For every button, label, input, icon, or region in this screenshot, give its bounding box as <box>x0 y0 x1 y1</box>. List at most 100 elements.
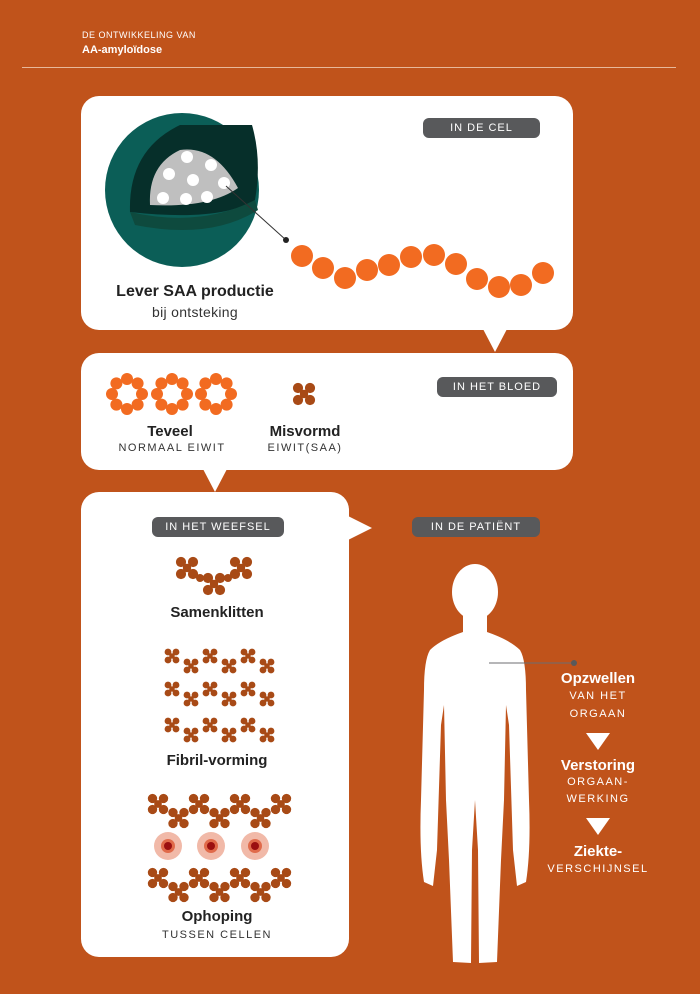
cross-bead <box>202 689 210 697</box>
cross-bead <box>191 658 199 666</box>
cross-bead <box>229 666 237 674</box>
cross-bead <box>202 725 210 733</box>
cell-panel-pointer <box>483 329 507 352</box>
cross-bead <box>250 881 260 892</box>
cross-center <box>245 722 251 728</box>
blood-left-title: Teveel <box>147 423 193 440</box>
cross-bead <box>210 689 218 697</box>
cross-bead <box>221 727 229 735</box>
cell-title: Lever SAA productie <box>116 283 274 300</box>
cross-bead <box>164 648 172 656</box>
cell-subtitle: bij ontsteking <box>152 304 238 320</box>
cross-bead <box>209 881 219 892</box>
cross-bead <box>191 666 199 674</box>
ring-bead <box>181 388 193 400</box>
cross-center <box>215 888 224 896</box>
cross-center <box>277 874 285 882</box>
human-silhouette-icon <box>420 564 577 963</box>
cross-bead <box>281 804 292 815</box>
cross-bead <box>147 793 158 804</box>
tissue-step2: Fibril-vorming <box>166 752 268 769</box>
ring-bead <box>220 398 233 411</box>
cross-bead <box>220 892 230 903</box>
ring-bead <box>155 398 168 411</box>
cross-bead <box>172 717 180 725</box>
cell-nucleus <box>207 842 215 850</box>
cross-bead <box>221 666 229 674</box>
label-in-het-bloed: IN HET BLOED <box>437 377 557 397</box>
patient-s1-l2: ORGAAN <box>569 708 627 720</box>
cross-bead <box>214 572 226 584</box>
blood-left-sub: NORMAAL EIWIT <box>118 442 226 454</box>
cross-bead <box>259 691 267 699</box>
cross-bead <box>221 658 229 666</box>
cross-bead <box>304 382 316 394</box>
amino-acid-bead <box>334 267 356 289</box>
cross-center <box>277 800 285 808</box>
cross-center <box>226 732 232 738</box>
cross-bead <box>267 666 275 674</box>
ring-bead <box>166 373 178 385</box>
cross-center <box>154 874 162 882</box>
header-subtitle: DE ONTWIKKELING VAN <box>82 30 196 40</box>
cross-bead <box>229 804 240 815</box>
cross-bead <box>240 867 251 878</box>
amino-acid-bead <box>312 257 334 279</box>
cross-bead <box>158 804 169 815</box>
cross-bead <box>210 681 218 689</box>
ring-bead <box>199 377 212 390</box>
cross-bead <box>210 656 218 664</box>
amino-acid-bead <box>532 262 554 284</box>
cross-bead <box>158 793 169 804</box>
cross-center <box>195 874 203 882</box>
cross-center <box>236 800 244 808</box>
cross-center <box>264 663 270 669</box>
ring-bead <box>151 388 163 400</box>
cross-bead <box>202 572 214 584</box>
cross-center <box>299 389 309 399</box>
cross-bead <box>183 727 191 735</box>
ring-bead <box>131 377 144 390</box>
ring-bead <box>199 398 212 411</box>
cross-bead <box>172 648 180 656</box>
cross-bead <box>229 556 241 568</box>
cross-bead <box>147 878 158 889</box>
tissue-step1: Samenklitten <box>170 604 264 621</box>
cross-bead <box>179 818 189 829</box>
cross-bead <box>209 818 219 829</box>
cross-bead <box>172 656 180 664</box>
cross-bead <box>183 658 191 666</box>
patient-s1-l1: VAN HET <box>569 690 627 702</box>
cross-bead <box>221 735 229 743</box>
cross-bead <box>281 793 292 804</box>
amino-acid-bead <box>488 276 510 298</box>
cross-bead <box>210 717 218 725</box>
cross-center <box>174 888 183 896</box>
ring-bead <box>136 388 148 400</box>
label-in-de-patient: IN DE PATIËNT <box>412 517 540 537</box>
amino-acid-bead <box>400 246 422 268</box>
cross-bead <box>241 568 253 580</box>
arrow-down-icon <box>586 733 610 750</box>
cross-bead <box>267 727 275 735</box>
cross-bead <box>270 878 281 889</box>
ring-bead <box>121 373 133 385</box>
ring-bead <box>121 403 133 415</box>
cross-bead <box>164 725 172 733</box>
cross-bead <box>172 725 180 733</box>
cross-bead <box>281 867 292 878</box>
cross-bead <box>229 568 241 580</box>
arrow-down-icon <box>586 818 610 835</box>
cross-bead <box>175 568 187 580</box>
tissue-step3-sub: TUSSEN CELLEN <box>162 929 272 941</box>
label-in-het-weefsel: IN HET WEEFSEL <box>152 517 284 537</box>
cross-bead <box>210 725 218 733</box>
cross-bead <box>261 881 271 892</box>
cross-bead <box>229 878 240 889</box>
cross-bead <box>164 689 172 697</box>
cross-bead <box>221 691 229 699</box>
cross-bead <box>270 804 281 815</box>
ring-bead <box>176 377 189 390</box>
cross-center <box>207 722 213 728</box>
cross-center <box>245 686 251 692</box>
